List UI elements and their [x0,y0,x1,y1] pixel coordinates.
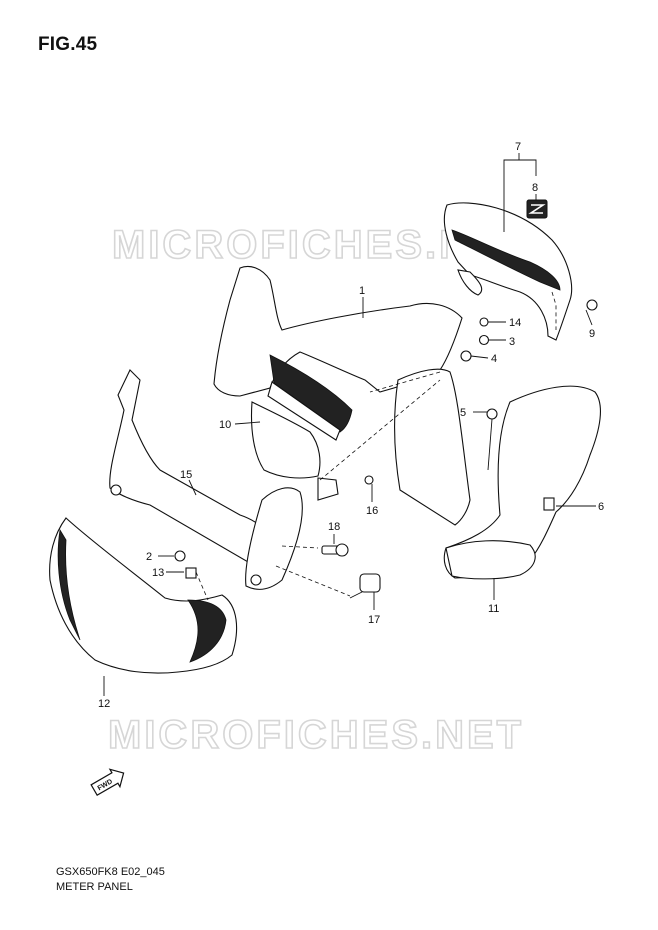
part-8-emblem [526,199,548,219]
callout-14: 14 [509,317,521,329]
callout-6: 6 [598,501,604,513]
callout-11: 11 [488,603,499,615]
figure-name: METER PANEL [56,881,133,893]
callout-16: 16 [366,505,378,517]
callout-3: 3 [509,336,515,348]
callout-5: 5 [460,407,466,419]
part-7-meter-cover [443,202,573,341]
callout-18: 18 [328,521,340,533]
callout-17: 17 [368,614,380,626]
callout-15: 15 [180,469,192,481]
callout-8: 8 [532,182,538,194]
callout-10: 10 [219,419,231,431]
dashed-guides [195,291,557,601]
watermark-bottom: MICROFICHES.NET [108,713,524,757]
callout-2: 2 [146,551,152,563]
callout-9: 9 [589,328,595,340]
part-1-panel [213,265,471,526]
callout-13: 13 [152,567,164,579]
part-11-inner-cover [443,385,601,580]
callout-4: 4 [491,353,497,365]
figure-title: FIG.45 [38,34,98,55]
part-9-grommet [586,299,598,311]
fwd-arrow-icon: FWD [90,768,125,797]
part-15-bracket [109,369,303,590]
part-10-inner-panel [251,401,321,479]
hardware-fasteners [174,317,555,593]
callout-1: 1 [359,285,365,297]
callout-7: 7 [515,141,521,153]
figure-code: GSX650FK8 E02_045 [56,866,165,878]
callout-12: 12 [98,698,110,710]
leader-lines [103,153,596,696]
callout-labels: 1 2 3 4 5 6 7 8 9 10 11 12 13 14 15 16 1… [98,141,604,710]
part-12-cover [49,517,238,674]
